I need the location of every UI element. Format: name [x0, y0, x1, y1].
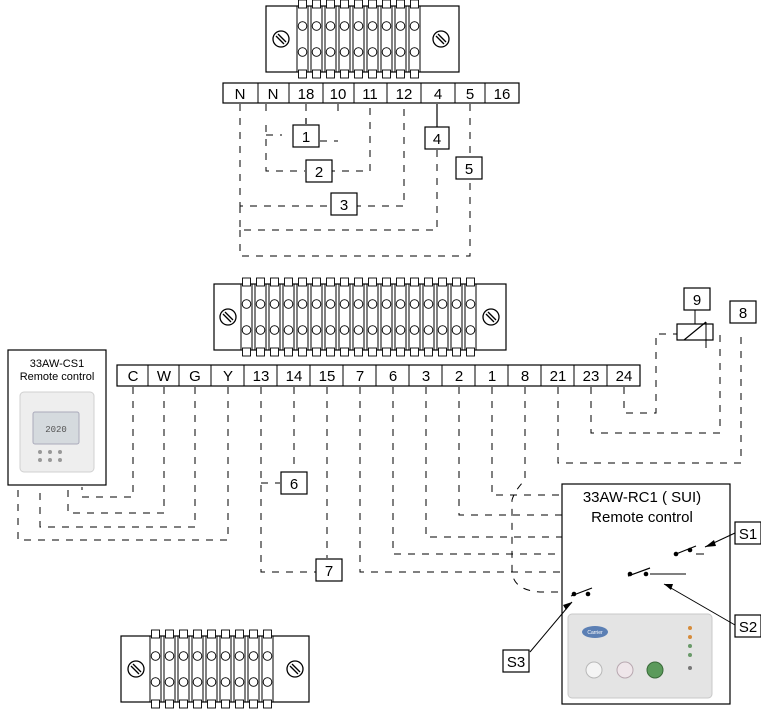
rc1-led	[688, 635, 692, 639]
cs1-remote-label: Remote control	[20, 371, 95, 383]
svg-text:4: 4	[433, 131, 441, 148]
top-terminal-label: 16	[494, 86, 511, 103]
middle-terminal-strip: C W G Y 13 14 15 7 6 3 2 1 8 21 23 24	[116, 364, 641, 387]
callout-9: 9	[683, 287, 711, 311]
top-terminal-label: 5	[466, 86, 474, 103]
switch-s3-label: S3	[507, 654, 525, 671]
cs1-display-text: 2020	[45, 425, 67, 435]
mid-terminal-label: G	[189, 368, 201, 385]
callout-5: 5	[455, 156, 483, 180]
svg-text:5: 5	[465, 161, 473, 178]
rc1-button-left	[585, 661, 603, 679]
svg-text:2: 2	[315, 164, 323, 181]
mid-terminal-label: 24	[616, 368, 633, 385]
mid-terminal-label: C	[128, 368, 139, 385]
cs1-button	[58, 458, 62, 462]
rc1-led	[688, 666, 692, 670]
top-wiring	[239, 104, 471, 257]
switch-s2-label: S2	[739, 619, 757, 636]
cs1-remote-control: 33AW-CS1 Remote control 2020	[7, 349, 107, 486]
mid-terminal-label: 21	[550, 368, 567, 385]
callout-6: 6	[280, 471, 308, 495]
mid-terminal-label: 23	[583, 368, 600, 385]
cs1-button	[48, 450, 52, 454]
top-terminal-block	[265, 0, 460, 79]
rc1-model-label: 33AW-RC1 ( SUI)	[583, 489, 701, 506]
top-terminal-strip: N N 18 10 11 12 4 5 16	[222, 82, 520, 104]
mid-terminal-label: 1	[488, 368, 496, 385]
top-terminal-label: 4	[434, 86, 442, 103]
top-terminal-label: 18	[298, 86, 315, 103]
mid-terminal-label: 2	[455, 368, 463, 385]
top-terminal-label: 12	[396, 86, 413, 103]
callout-7: 7	[315, 558, 343, 582]
top-terminal-label: N	[268, 86, 279, 103]
callout-4: 4	[424, 104, 450, 150]
switch-s1-label: S1	[739, 526, 757, 543]
callout-8: 8	[729, 300, 757, 324]
callout-1: 1	[292, 124, 320, 148]
cs1-display	[32, 411, 80, 445]
switch-s2: S2	[627, 567, 761, 638]
callout-3: 3	[330, 192, 358, 216]
mid-terminal-label: 7	[356, 368, 364, 385]
mid-terminal-label: 3	[422, 368, 430, 385]
svg-text:9: 9	[693, 292, 701, 309]
mid-terminal-label: 13	[253, 368, 270, 385]
svg-text:3: 3	[340, 197, 348, 214]
bottom-terminal-block	[120, 629, 310, 709]
callout-2: 2	[305, 159, 333, 183]
switch-s3: S3	[502, 587, 593, 673]
rc1-led	[688, 644, 692, 648]
cs1-button	[58, 450, 62, 454]
top-terminal-label: 11	[362, 86, 378, 103]
mid-terminal-label: 14	[286, 368, 303, 385]
rc1-led	[688, 626, 692, 630]
cs1-button	[38, 458, 42, 462]
mid-terminal-label: Y	[223, 368, 233, 385]
middle-terminal-block	[213, 277, 507, 357]
top-terminal-label: 10	[330, 86, 347, 103]
switch-s1: S1	[673, 521, 761, 557]
cs1-button	[48, 458, 52, 462]
rc1-led	[688, 653, 692, 657]
thermistor-sensor	[676, 308, 714, 348]
mid-terminal-label: 15	[319, 368, 336, 385]
svg-text:7: 7	[325, 563, 333, 580]
mid-terminal-label: 6	[389, 368, 397, 385]
mid-terminal-label: 8	[521, 368, 529, 385]
cs1-button	[38, 450, 42, 454]
rc1-remote-control: 33AW-RC1 ( SUI) Remote control Carrier	[561, 483, 731, 705]
svg-text:6: 6	[290, 476, 298, 493]
rc1-logo	[582, 626, 608, 638]
rc1-button-mid	[616, 661, 634, 679]
rc1-remote-label: Remote control	[591, 509, 693, 526]
svg-text:1: 1	[302, 129, 310, 146]
top-terminal-label: N	[235, 86, 246, 103]
mid-terminal-label: W	[157, 368, 172, 385]
svg-text:8: 8	[739, 305, 747, 322]
cs1-model-label: 33AW-CS1	[30, 358, 84, 370]
svg-text:Carrier: Carrier	[587, 630, 603, 636]
rc1-button-right	[646, 661, 664, 679]
